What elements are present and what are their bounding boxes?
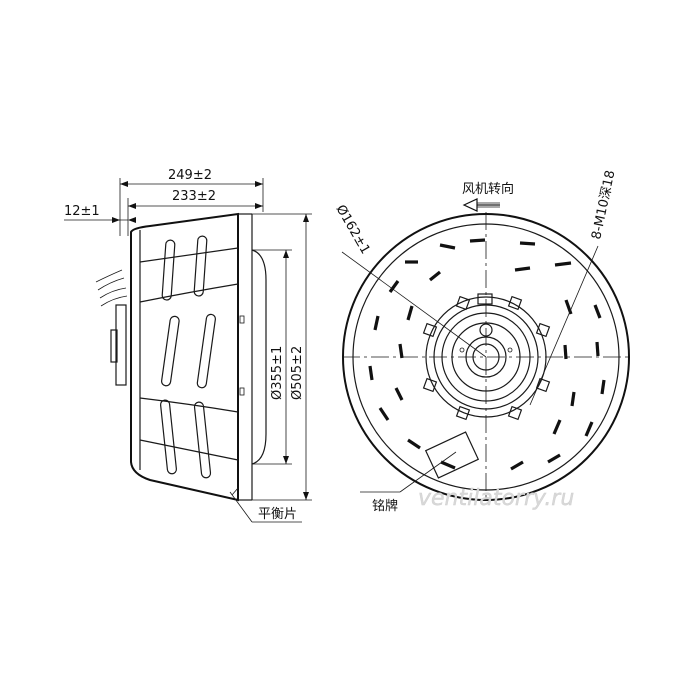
- blade-dashes: [368, 238, 606, 471]
- watermark: ventilatorry.ru: [418, 486, 574, 511]
- dim-flange: 12±1: [64, 204, 100, 219]
- dim-dia-inner: Ø355±1: [270, 346, 285, 400]
- label-nameplate: 铭牌: [372, 498, 398, 514]
- label-balance-plate: 平衡片: [258, 507, 297, 522]
- label-rotation: 风机转向: [462, 181, 514, 197]
- side-view: 249±2 233±2 12±1: [64, 168, 312, 523]
- nameplate: [424, 431, 480, 479]
- dim-dia-outer: Ø505±2: [290, 346, 305, 400]
- label-mounting-holes: 8-M10深18: [589, 169, 618, 241]
- front-view: 风机转向 Ø162±1 8-M10深18 铭牌: [333, 169, 630, 514]
- mounting-bolts: [422, 295, 551, 421]
- dim-width-body: 233±2: [172, 189, 216, 204]
- dim-width-overall: 249±2: [168, 168, 212, 183]
- dim-dia-hub: Ø162±1: [333, 203, 373, 257]
- blade-slots: [160, 235, 216, 479]
